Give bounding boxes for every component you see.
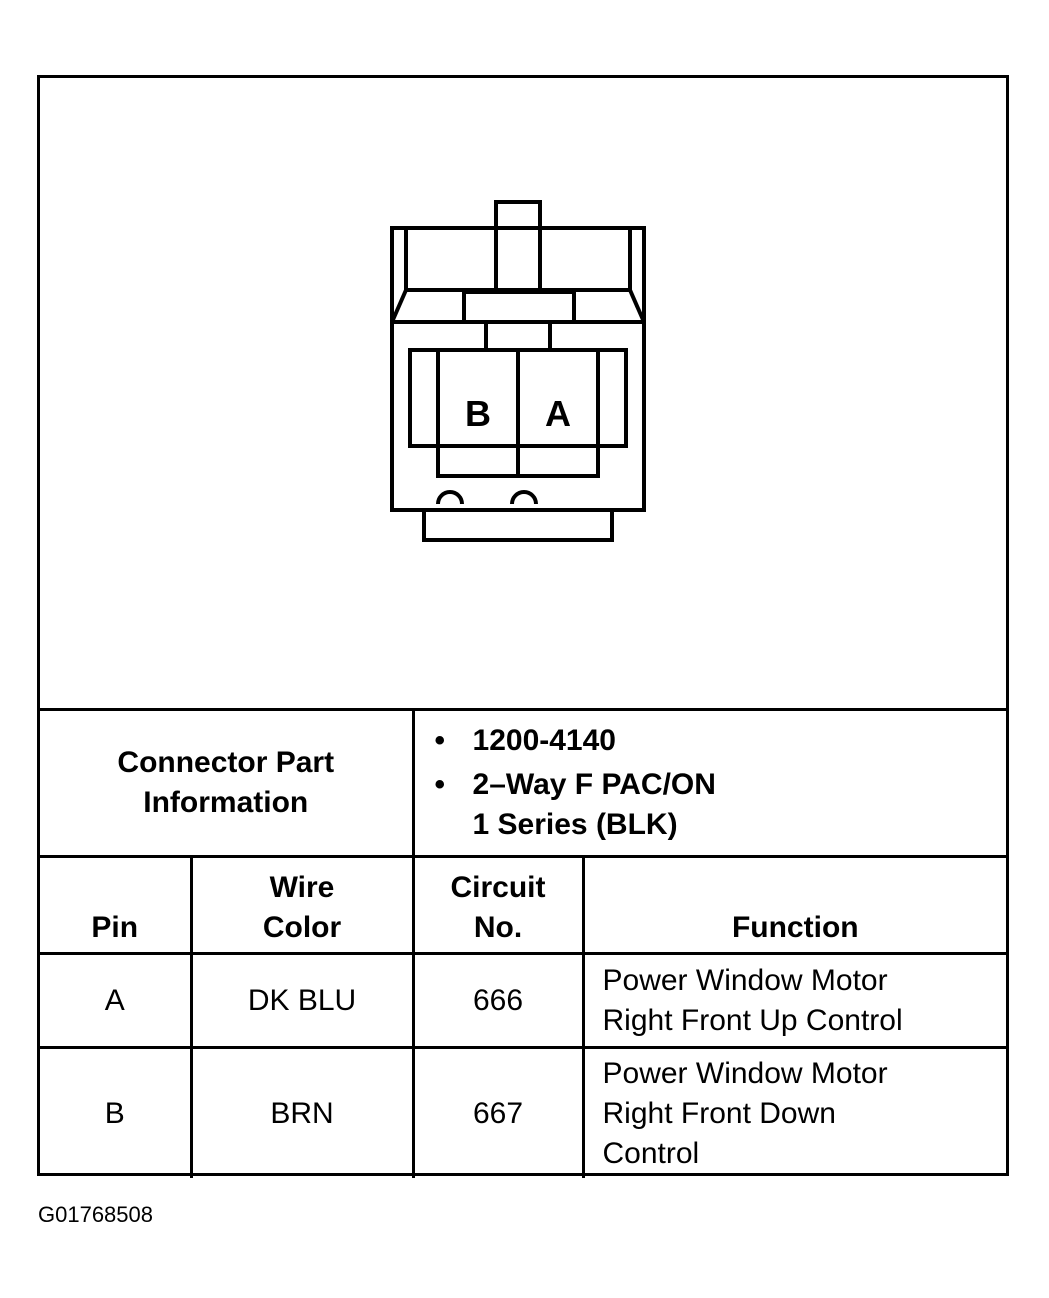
row-b-function-line1: Power Window Motor (602, 1056, 888, 1090)
row-a-pin: A (40, 952, 193, 1049)
connector-type-item: 2–Way F PAC/ON 1 Series (BLK) (435, 765, 1007, 845)
header-wire-color-line2: Color (262, 911, 342, 944)
row-a-circuit: 666 (411, 952, 585, 1049)
row-b-function-line2: Right Front Down (602, 1096, 836, 1130)
part-info-values: 1200-4140 2–Way F PAC/ON 1 Series (BLK) (411, 708, 1007, 858)
latch-tab (494, 200, 542, 228)
part-info-list: 1200-4140 2–Way F PAC/ON 1 Series (BLK) (435, 721, 1007, 845)
part-info-label-line1: Connector Part (117, 746, 335, 779)
connector-diagram: B A (40, 78, 1006, 708)
latch-housing-left-bevel (390, 289, 408, 323)
row-a-function-line2: Right Front Up Control (602, 1003, 903, 1037)
bottom-bump-right (510, 490, 538, 505)
header-function: Function (581, 855, 1007, 955)
diagram-frame: B A Connector Part Information 1200-4140 (37, 75, 1009, 1178)
header-circuit: Circuit No. (411, 855, 585, 955)
connector-type-line2: 1 Series (BLK) (472, 808, 678, 841)
latch-housing (404, 228, 632, 292)
connector-info-table: Connector Part Information 1200-4140 2–W… (40, 708, 1007, 1178)
bottom-skirt (422, 508, 614, 542)
header-circuit-line1: Circuit (450, 871, 546, 904)
pin-label-a: A (545, 393, 571, 434)
bottom-bump-left (436, 490, 464, 505)
cavity-a (516, 348, 600, 478)
part-info-label: Connector Part Information (40, 708, 415, 858)
header-function-text: Function (731, 911, 859, 944)
row-a-wire-color: DK BLU (189, 952, 415, 1049)
row-b-function: Power Window Motor Right Front Down Cont… (581, 1046, 1007, 1178)
latch-housing-right-bevel (628, 289, 646, 323)
row-b-circuit: 667 (411, 1046, 585, 1178)
connector-face-drawing: B A (390, 200, 646, 542)
header-pin: Pin (40, 855, 193, 955)
pin-label-b: B (465, 393, 491, 434)
row-b-pin: B (40, 1046, 193, 1178)
row-b-function-line3: Control (602, 1136, 700, 1170)
row-a-function-line1: Power Window Motor (602, 963, 888, 997)
row-b-wire-color: BRN (189, 1046, 415, 1178)
latch-neck (484, 320, 552, 352)
part-info-label-line2: Information (143, 786, 309, 819)
table-row: B BRN 667 Power Window Motor Right Front… (40, 1046, 1007, 1178)
row-a-function: Power Window Motor Right Front Up Contro… (581, 952, 1007, 1049)
header-pin-text: Pin (91, 911, 139, 944)
figure-id: G01768508 (38, 1202, 153, 1227)
header-wire-color-line1: Wire (269, 871, 335, 904)
connector-type-line1: 2–Way F PAC/ON (472, 768, 716, 801)
header-wire-color: Wire Color (189, 855, 415, 955)
part-number: 1200-4140 (472, 724, 616, 757)
part-number-item: 1200-4140 (435, 721, 1007, 761)
latch-step (462, 290, 576, 324)
part-info-row: Connector Part Information 1200-4140 2–W… (40, 708, 1007, 858)
header-circuit-line2: No. (473, 911, 523, 944)
table-row: A DK BLU 666 Power Window Motor Right Fr… (40, 952, 1007, 1049)
header-row: Pin Wire Color Circuit No. Function (40, 855, 1007, 955)
